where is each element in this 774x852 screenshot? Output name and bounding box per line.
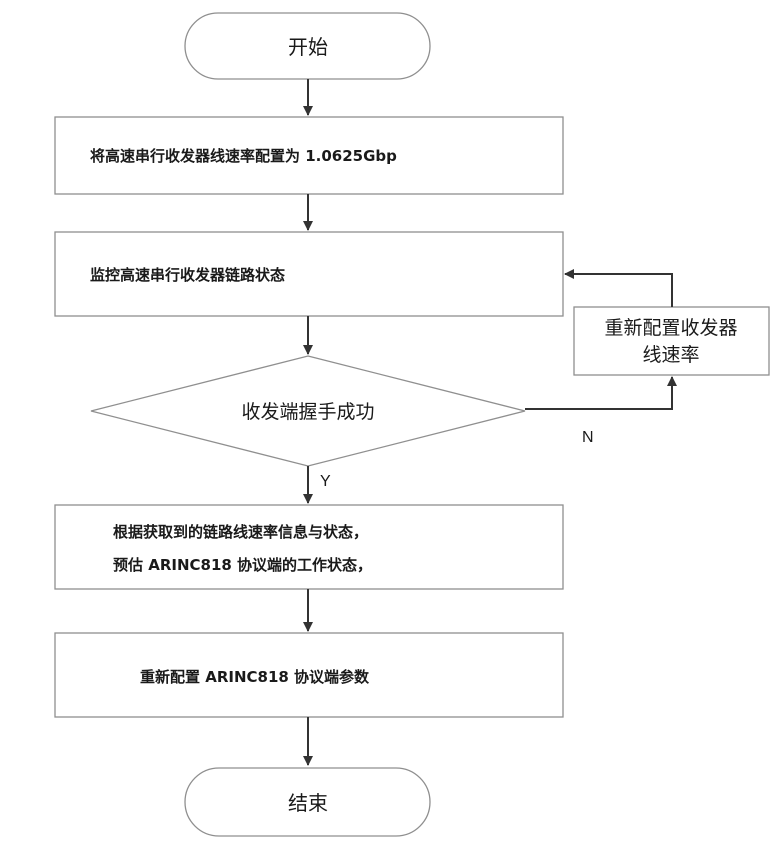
- handshake-decision-label: 收发端握手成功: [241, 401, 374, 423]
- reconfigure-params-label: 重新配置 ARINC818 协议端参数: [140, 668, 370, 686]
- yes-label: Y: [320, 473, 331, 490]
- arrow-decision-no: [525, 376, 677, 410]
- estimate-state-label-line2: 预估 ARINC818 协议端的工作状态，: [113, 556, 372, 574]
- reconfigure-params-step: 重新配置 ARINC818 协议端参数: [54, 632, 564, 718]
- monitor-link-label: 监控高速串行收发器链路状态: [90, 266, 285, 284]
- reconfig-rate-step: 重新配置收发器 线速率: [573, 306, 770, 376]
- estimate-state-step: 根据获取到的链路线速率信息与状态， 预估 ARINC818 协议端的工作状态，: [54, 504, 564, 590]
- config-rate-step: 将高速串行收发器线速率配置为 1.0625Gbp: [54, 116, 564, 195]
- arrow-reconfig-to-monitor: [564, 269, 673, 307]
- reconfig-rate-label-line2: 线速率: [642, 344, 699, 366]
- monitor-link-step: 监控高速串行收发器链路状态: [54, 231, 564, 317]
- estimate-state-label-line1: 根据获取到的链路线速率信息与状态，: [113, 523, 368, 541]
- handshake-decision: 收发端握手成功: [90, 355, 526, 467]
- no-label: N: [582, 429, 594, 446]
- start-node: 开始: [184, 12, 431, 80]
- config-rate-label: 将高速串行收发器线速率配置为 1.0625Gbp: [90, 147, 397, 165]
- end-label: 结束: [288, 791, 328, 815]
- reconfig-rate-label-line1: 重新配置收发器: [604, 317, 737, 339]
- start-label: 开始: [288, 35, 328, 59]
- end-node: 结束: [184, 767, 431, 837]
